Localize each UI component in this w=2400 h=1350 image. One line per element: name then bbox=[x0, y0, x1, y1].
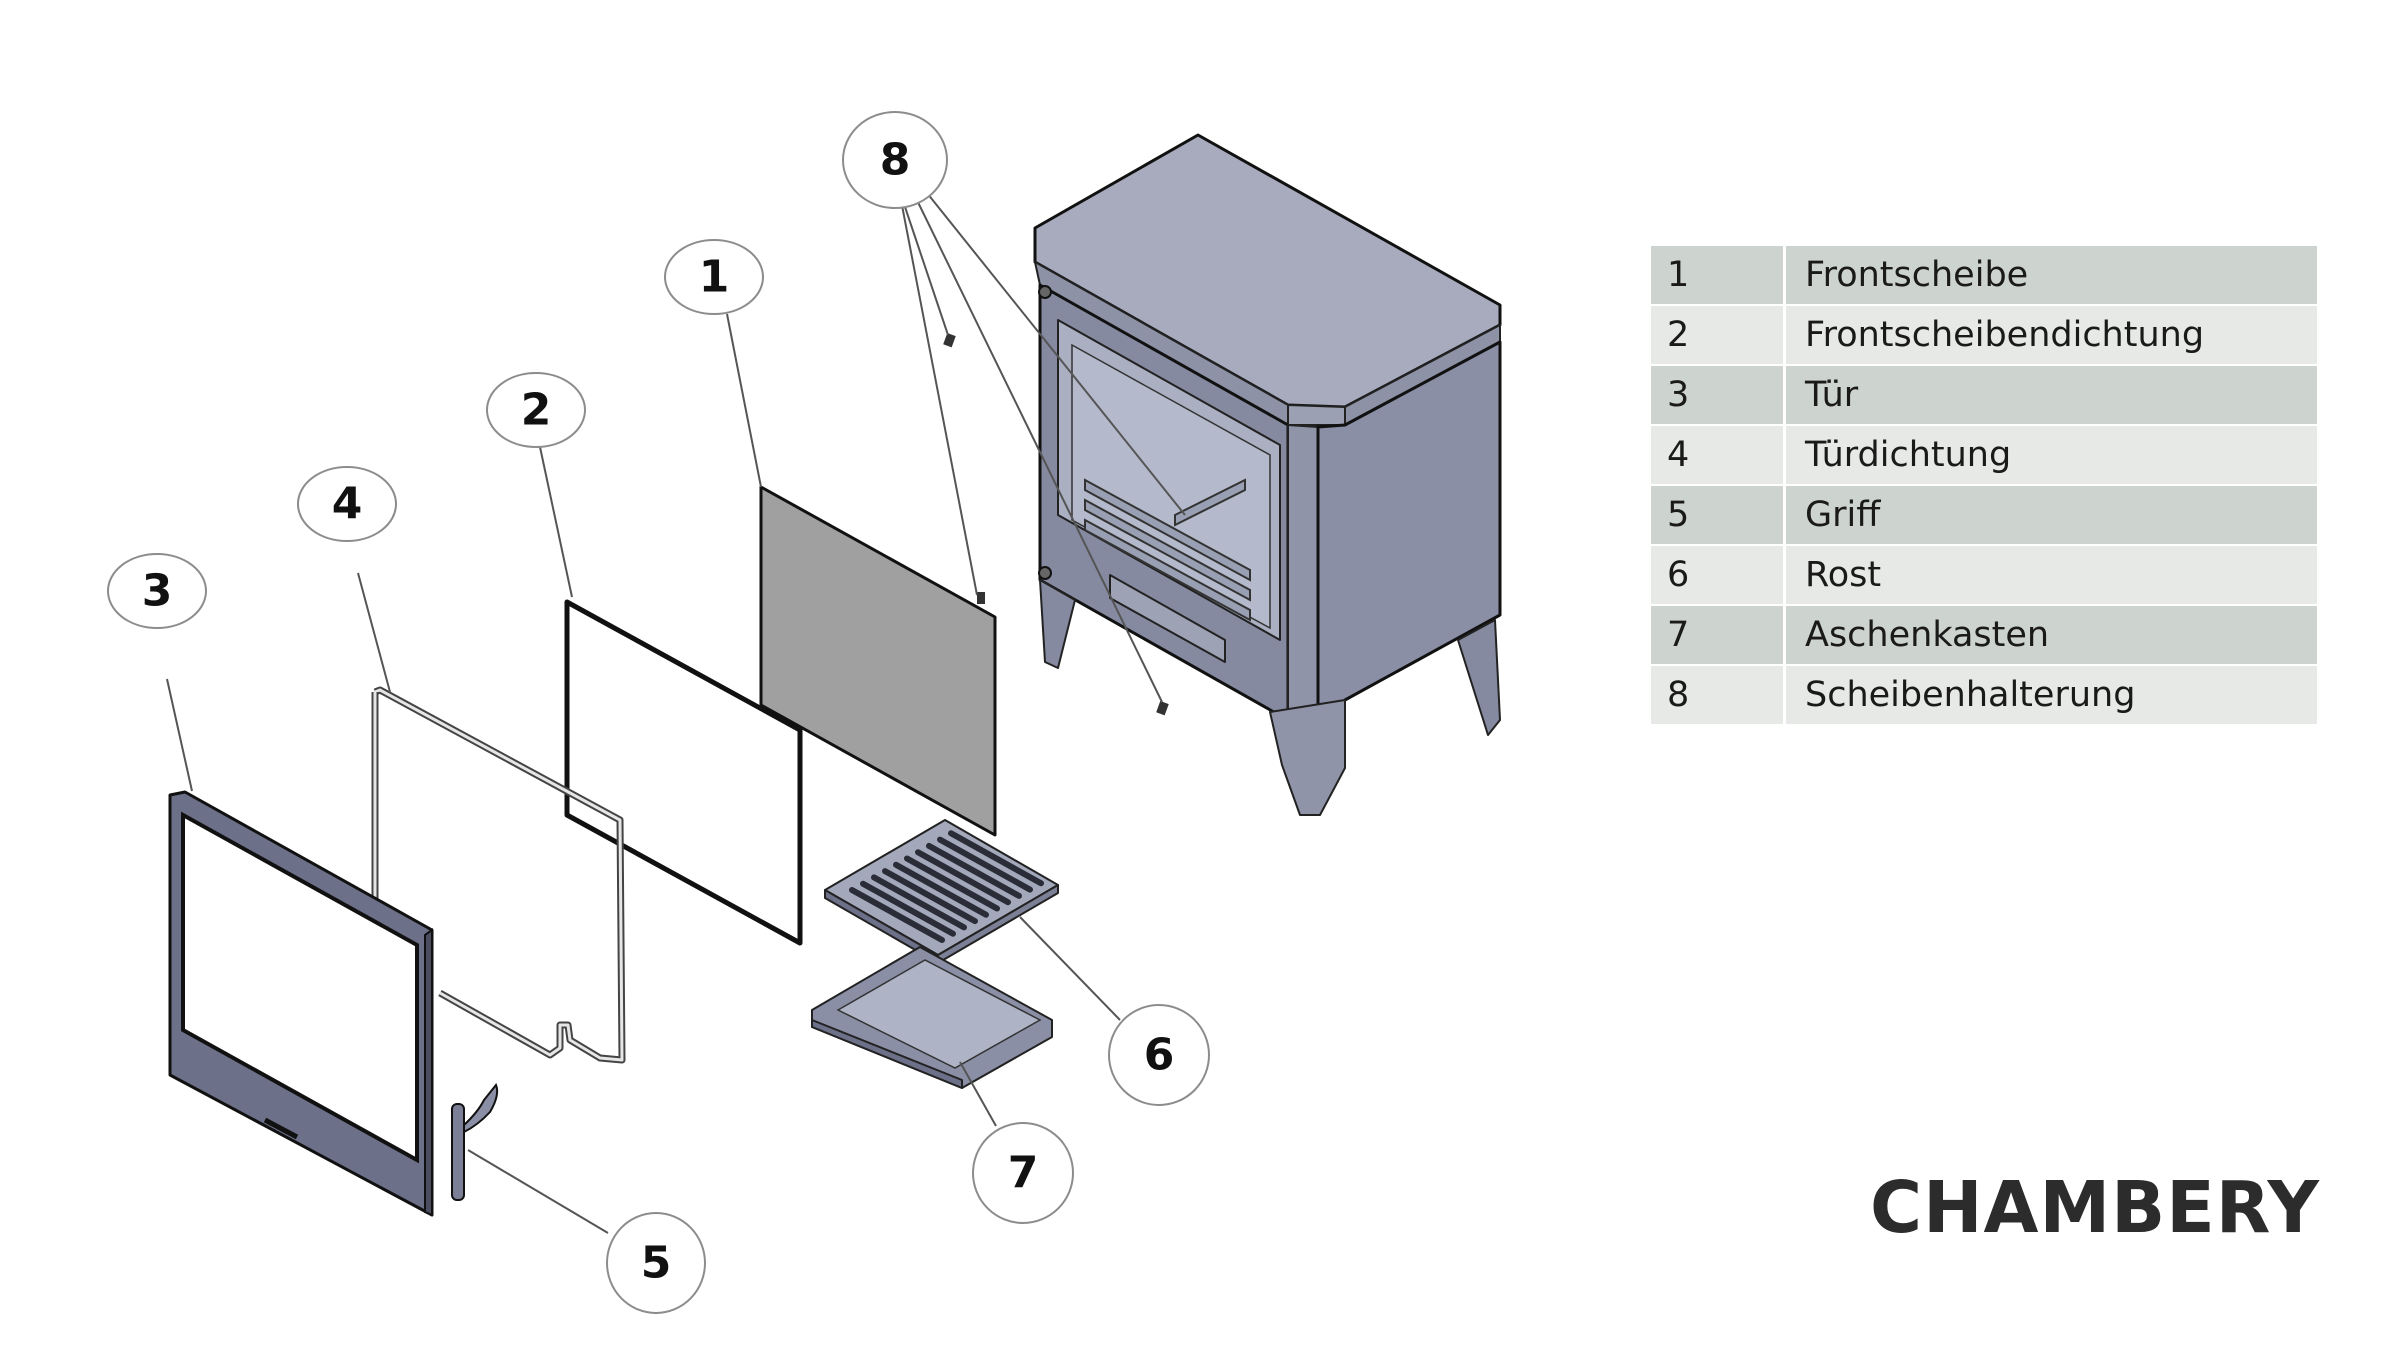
part-name: Frontscheibe bbox=[1786, 246, 2317, 304]
callout-2: 2 bbox=[486, 372, 586, 448]
callout-number: 6 bbox=[1144, 1030, 1175, 1081]
stove-leg-front-center bbox=[1269, 699, 1346, 816]
parts-list-row: 8 Scheibenhalterung bbox=[1651, 666, 2317, 724]
parts-list-row: 2 Frontscheibendichtung bbox=[1651, 306, 2317, 364]
callout-1: 1 bbox=[664, 239, 764, 315]
stove-corner bbox=[1287, 424, 1319, 736]
grate-slot bbox=[849, 887, 945, 943]
parts-list-row: 1 Frontscheibe bbox=[1651, 246, 2317, 304]
door-seal-part bbox=[371, 686, 626, 1064]
part-number: 1 bbox=[1651, 246, 1783, 304]
handle-part bbox=[451, 1083, 499, 1201]
part-number: 8 bbox=[1651, 666, 1783, 724]
bracket-part bbox=[977, 592, 985, 604]
part-name: Aschenkasten bbox=[1786, 606, 2317, 664]
parts-list-row: 7 Aschenkasten bbox=[1651, 606, 2317, 664]
grate-slot bbox=[926, 842, 1022, 899]
grate-part bbox=[824, 819, 1059, 964]
ash-slot bbox=[1109, 574, 1226, 663]
grate-slot bbox=[948, 830, 1044, 887]
stove-body bbox=[1033, 133, 1502, 816]
leader-line-8d bbox=[922, 187, 1186, 516]
parts-list-row: 4 Türdichtung bbox=[1651, 426, 2317, 484]
leader-line-1 bbox=[726, 313, 762, 488]
callout-6: 6 bbox=[1108, 1004, 1210, 1106]
part-number: 6 bbox=[1651, 546, 1783, 604]
part-name: Frontscheibendichtung bbox=[1786, 306, 2317, 364]
leader-line-8a bbox=[900, 194, 949, 336]
model-title: CHAMBERY bbox=[1870, 1166, 2320, 1249]
part-name: Griff bbox=[1786, 486, 2317, 544]
parts-list-row: 5 Griff bbox=[1651, 486, 2317, 544]
part-number: 3 bbox=[1651, 366, 1783, 424]
front-glass-part bbox=[759, 485, 997, 837]
firebox-bars bbox=[1084, 478, 1251, 622]
leader-line-7 bbox=[959, 1061, 997, 1127]
part-number: 4 bbox=[1651, 426, 1783, 484]
callout-number: 7 bbox=[1008, 1148, 1039, 1199]
parts-list-row: 3 Tür bbox=[1651, 366, 2317, 424]
part-number: 2 bbox=[1651, 306, 1783, 364]
grate-slot bbox=[860, 880, 956, 937]
callout-7: 7 bbox=[972, 1122, 1074, 1224]
glass-seal-part bbox=[564, 599, 803, 946]
callout-number: 8 bbox=[880, 135, 911, 186]
ash-pan-part bbox=[811, 946, 1053, 1089]
grate-slot bbox=[893, 861, 989, 918]
callout-number: 2 bbox=[521, 385, 552, 436]
grate-slots bbox=[849, 830, 1044, 943]
leader-line-8c bbox=[912, 191, 1163, 703]
leader-line-6 bbox=[1019, 916, 1121, 1021]
parts-list-row: 6 Rost bbox=[1651, 546, 2317, 604]
part-number: 5 bbox=[1651, 486, 1783, 544]
hinge-bottom bbox=[1038, 566, 1052, 580]
callout-8: 8 bbox=[842, 111, 948, 209]
parts-list-table: 1 Frontscheibe 2 Frontscheibendichtung 3… bbox=[1651, 246, 2317, 726]
bracket-part bbox=[1156, 700, 1169, 716]
leader-line-2 bbox=[539, 446, 573, 598]
callout-3: 3 bbox=[107, 553, 207, 629]
callout-number: 5 bbox=[641, 1238, 672, 1289]
grate-slot bbox=[937, 836, 1033, 893]
grate-slot bbox=[904, 855, 1000, 912]
bracket-part bbox=[943, 332, 956, 348]
grate-slot bbox=[915, 849, 1011, 906]
leader-line-3 bbox=[166, 678, 193, 792]
leader-line-8b bbox=[899, 194, 978, 596]
stove-top-corner bbox=[1287, 404, 1346, 426]
part-name: Rost bbox=[1786, 546, 2317, 604]
leader-lines bbox=[166, 187, 1186, 1234]
callout-5: 5 bbox=[606, 1212, 706, 1314]
part-name: Tür bbox=[1786, 366, 2317, 424]
glass-bracket-parts bbox=[943, 332, 1169, 716]
stove-leg-front-left bbox=[1039, 579, 1076, 669]
stove-leg-back-right bbox=[1457, 619, 1501, 736]
leader-line-4 bbox=[357, 572, 391, 693]
callout-number: 1 bbox=[699, 252, 730, 303]
grate-slot bbox=[871, 874, 967, 931]
part-name: Türdichtung bbox=[1786, 426, 2317, 484]
callout-number: 3 bbox=[142, 566, 173, 617]
part-name: Scheibenhalterung bbox=[1786, 666, 2317, 724]
door-part bbox=[168, 790, 434, 1217]
callout-4: 4 bbox=[297, 466, 397, 542]
grate-slot bbox=[882, 868, 978, 925]
callout-number: 4 bbox=[332, 479, 363, 530]
leader-line-5 bbox=[467, 1149, 609, 1234]
hinge-top bbox=[1038, 285, 1052, 299]
part-number: 7 bbox=[1651, 606, 1783, 664]
